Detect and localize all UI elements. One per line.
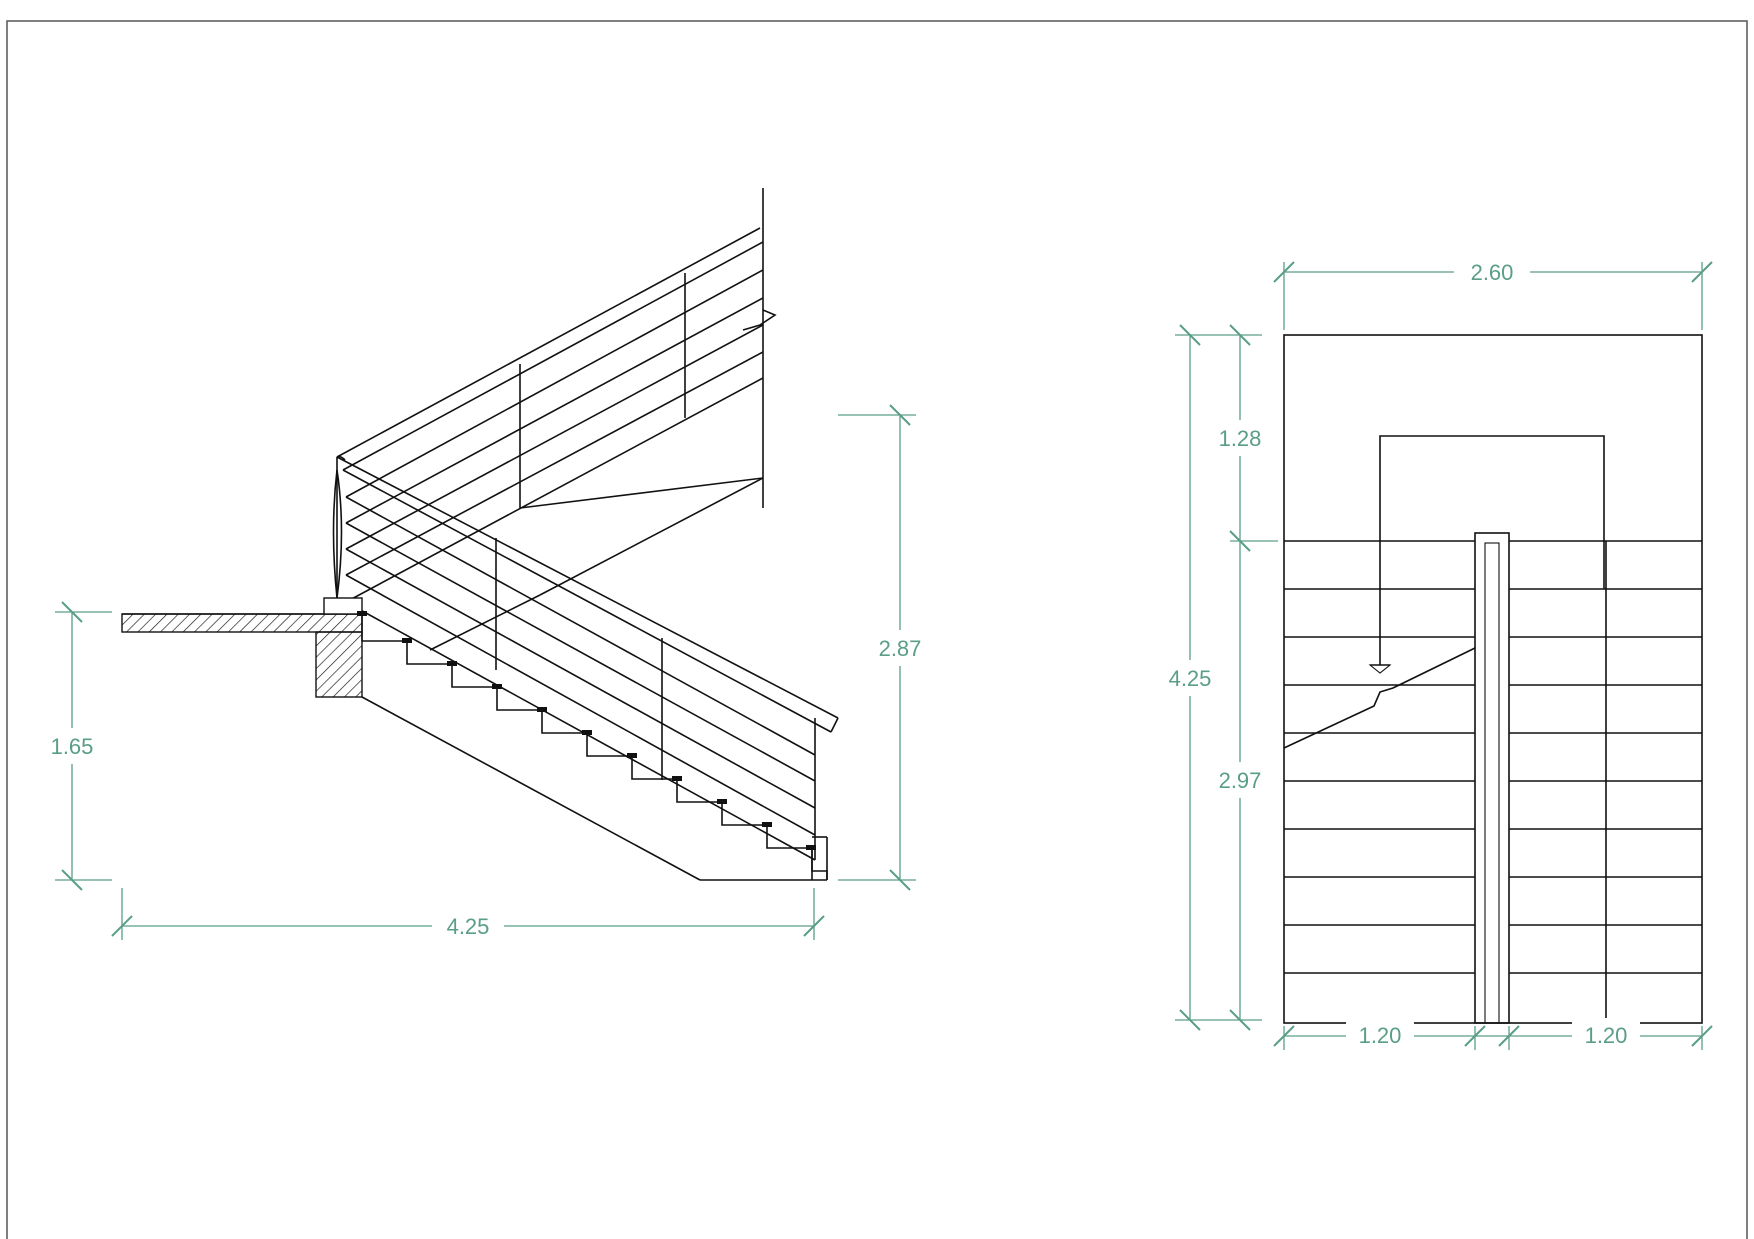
dim-total-width: 2.60 bbox=[1273, 254, 1713, 330]
dim-total-height: 2.87 bbox=[838, 404, 932, 891]
stair-steps bbox=[357, 611, 828, 881]
break-line bbox=[1283, 647, 1476, 749]
stair-well bbox=[1474, 532, 1510, 1024]
dim-flight-length-label: 2.97 bbox=[1219, 768, 1262, 793]
dim-landing-depth-label: 1.28 bbox=[1219, 426, 1262, 451]
stair-plan-view: 2.60 4.25 1.28 2.97 bbox=[1160, 254, 1713, 1052]
dim-left-flight-width-label: 1.20 bbox=[1359, 1023, 1402, 1048]
upper-railing bbox=[336, 227, 777, 651]
dim-right-flight-width-label: 1.20 bbox=[1585, 1023, 1628, 1048]
dim-landing-height: 1.65 bbox=[40, 601, 112, 891]
sheet-border bbox=[6, 20, 1748, 1239]
landing-slab bbox=[121, 597, 363, 698]
plan-treads bbox=[1284, 541, 1702, 1023]
dim-total-height-label: 2.87 bbox=[879, 636, 922, 661]
stair-section-view: 1.65 2.87 4.25 bbox=[40, 188, 932, 944]
dim-total-width-label: 2.60 bbox=[1471, 260, 1514, 285]
walking-line bbox=[1368, 435, 1605, 674]
plan-outline bbox=[1283, 334, 1703, 1024]
dim-total-length: 4.25 bbox=[1160, 324, 1262, 1031]
dim-flight-widths: 1.20 1.20 bbox=[1273, 1018, 1713, 1052]
dim-landing-height-label: 1.65 bbox=[51, 734, 94, 759]
dim-total-length-label: 4.25 bbox=[1169, 666, 1212, 691]
newel-post bbox=[332, 455, 346, 599]
dim-landing-and-flight: 1.28 2.97 bbox=[1210, 324, 1278, 1031]
lower-railing bbox=[336, 456, 839, 861]
dim-run-length-label: 4.25 bbox=[447, 914, 490, 939]
dim-run-length: 4.25 bbox=[111, 888, 825, 944]
